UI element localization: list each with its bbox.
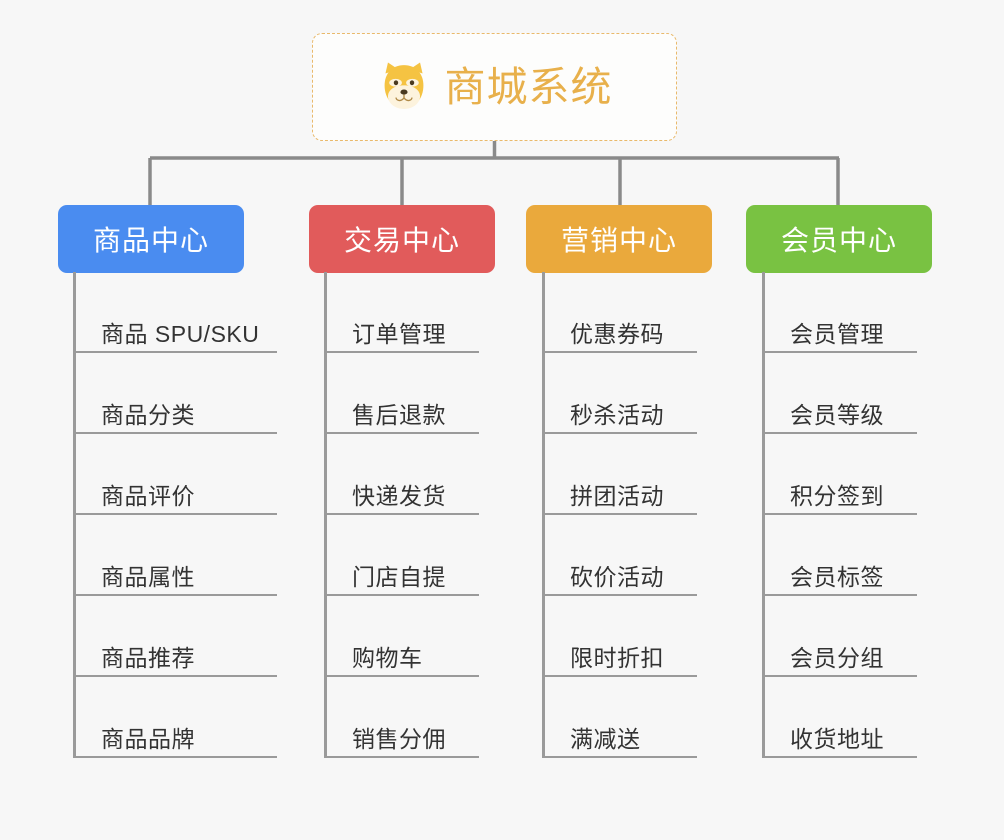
leaf-item[interactable]: 优惠券码 [542,272,697,353]
leaf-item[interactable]: 满减送 [542,677,697,758]
leaf-item-label: 商品 SPU/SKU [101,320,260,347]
leaf-item[interactable]: 商品评价 [73,434,277,515]
category-box-2[interactable]: 交易中心 [309,205,495,273]
leaf-item[interactable]: 秒杀活动 [542,353,697,434]
leaf-item[interactable]: 收货地址 [762,677,917,758]
leaf-item[interactable]: 砍价活动 [542,515,697,596]
leaf-item[interactable]: 会员分组 [762,596,917,677]
leaf-item[interactable]: 商品品牌 [73,677,277,758]
leaf-column-1: 商品 SPU/SKU 商品分类商品评价商品属性商品推荐商品品牌 [73,272,277,758]
leaf-item-label: 收货地址 [790,725,884,752]
shiba-dog-icon [377,60,431,114]
leaf-item-label: 会员标签 [790,563,884,590]
leaf-item-label: 优惠券码 [570,320,664,347]
leaf-item-label: 砍价活动 [570,563,664,590]
leaf-item[interactable]: 积分签到 [762,434,917,515]
leaf-item-label: 会员分组 [790,644,884,671]
leaf-item-label: 商品属性 [101,563,195,590]
leaf-item[interactable]: 门店自提 [324,515,479,596]
leaf-item-label: 满减送 [570,725,641,752]
category-box-3[interactable]: 营销中心 [526,205,712,273]
leaf-item[interactable]: 会员管理 [762,272,917,353]
leaf-column-3: 优惠券码秒杀活动拼团活动砍价活动限时折扣满减送 [542,272,697,758]
leaf-item[interactable]: 购物车 [324,596,479,677]
leaf-item-label: 秒杀活动 [570,401,664,428]
leaf-item-label: 商品推荐 [101,644,195,671]
branch-spine [73,272,76,758]
leaf-item-label: 订单管理 [352,320,446,347]
leaf-item-label: 拼团活动 [570,482,664,509]
leaf-item-label: 会员等级 [790,401,884,428]
leaf-item-label: 购物车 [352,644,423,671]
branch-spine [542,272,545,758]
leaf-item-label: 商品品牌 [101,725,195,752]
leaf-item[interactable]: 商品分类 [73,353,277,434]
leaf-item[interactable]: 商品推荐 [73,596,277,677]
branch-spine [762,272,765,758]
leaf-column-2: 订单管理售后退款快递发货门店自提购物车销售分佣 [324,272,479,758]
leaf-item[interactable]: 商品 SPU/SKU [73,272,277,353]
leaf-item-label: 商品分类 [101,401,195,428]
leaf-item[interactable]: 拼团活动 [542,434,697,515]
leaf-column-4: 会员管理会员等级积分签到会员标签会员分组收货地址 [762,272,917,758]
leaf-item[interactable]: 快递发货 [324,434,479,515]
leaf-item-label: 门店自提 [352,563,446,590]
leaf-item-label: 商品评价 [101,482,195,509]
category-label: 营销中心 [560,225,677,256]
leaf-item-label: 快递发货 [352,482,446,509]
category-label: 会员中心 [780,225,897,256]
leaf-item-label: 销售分佣 [352,725,446,752]
leaf-item-label: 限时折扣 [570,644,664,671]
category-label: 商品中心 [92,225,209,256]
leaf-item[interactable]: 订单管理 [324,272,479,353]
leaf-item[interactable]: 限时折扣 [542,596,697,677]
root-title: 商城系统 [444,63,613,110]
leaf-item[interactable]: 售后退款 [324,353,479,434]
leaf-item-label: 积分签到 [790,482,884,509]
root-node[interactable]: 商城系统 [312,33,677,141]
leaf-item-label: 售后退款 [352,401,446,428]
category-box-4[interactable]: 会员中心 [746,205,932,273]
leaf-item[interactable]: 会员等级 [762,353,917,434]
leaf-item[interactable]: 销售分佣 [324,677,479,758]
leaf-item[interactable]: 会员标签 [762,515,917,596]
leaf-item[interactable]: 商品属性 [73,515,277,596]
category-box-1[interactable]: 商品中心 [58,205,244,273]
leaf-item-label: 会员管理 [790,320,884,347]
category-label: 交易中心 [343,225,460,256]
branch-spine [324,272,327,758]
